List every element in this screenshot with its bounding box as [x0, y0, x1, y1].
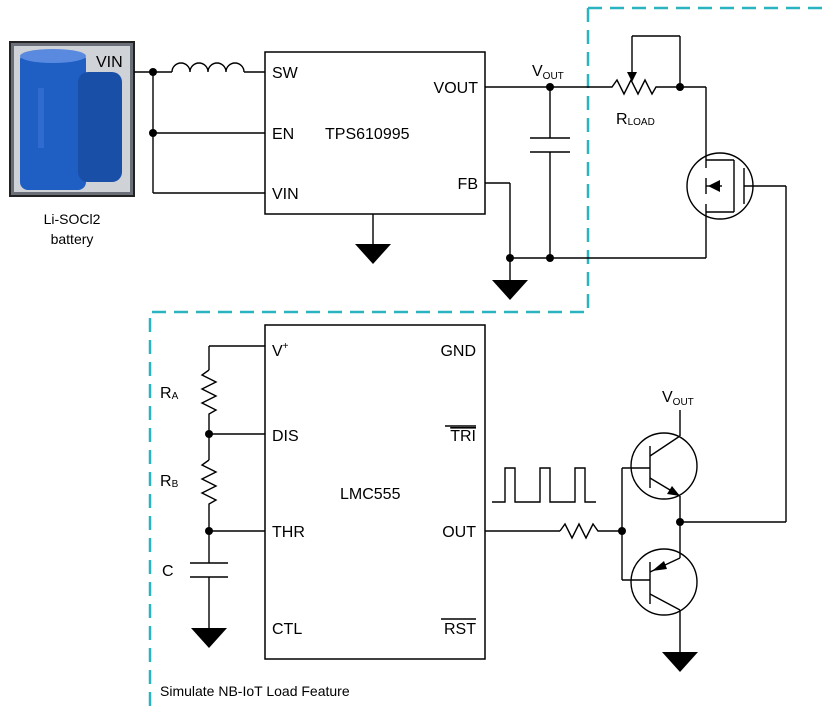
timer-pin-out: OUT	[442, 524, 476, 541]
boost-ic-name: TPS610995	[325, 126, 410, 143]
inductor	[171, 62, 245, 73]
ra-label: RA	[160, 385, 179, 402]
boost-pin-en: EN	[272, 126, 294, 143]
timer-pin-rst: RST	[444, 621, 476, 638]
vout-label: VOUT	[532, 63, 564, 82]
boost-pin-sw: SW	[272, 65, 299, 82]
battery-photo	[9, 41, 135, 197]
boost-pin-vin: VIN	[272, 186, 299, 203]
input-wiring	[134, 62, 265, 194]
pulse-waveform-icon	[492, 467, 596, 503]
battery-terminal-label: VIN	[96, 54, 123, 71]
mosfet	[680, 86, 787, 522]
resistor-rb	[200, 459, 218, 531]
timing-network	[190, 345, 265, 648]
timer-pin-dis: DIS	[272, 428, 299, 445]
base-resistor	[559, 522, 622, 540]
boost-ground-icon	[355, 244, 391, 264]
timer-pin-vplus: V+	[272, 341, 289, 360]
boost-pin-vout: VOUT	[434, 80, 479, 97]
timer-pin-ctl: CTL	[272, 621, 302, 638]
c-label: C	[162, 563, 174, 580]
boost-ic-box	[264, 51, 486, 215]
driver-wiring	[485, 467, 650, 581]
output-wiring	[485, 83, 706, 300]
resistor-ra	[200, 369, 218, 434]
timer-ground-icon	[191, 628, 227, 648]
driver-ground-icon	[662, 652, 698, 672]
battery-caption-line1: Li-SOCl2	[44, 211, 101, 227]
npn-transistor	[630, 410, 698, 558]
driver-vout-label: VOUT	[662, 389, 694, 408]
rload-label: RLOAD	[616, 111, 655, 128]
timer-ic-name: LMC555	[340, 486, 401, 503]
pnp-transistor	[630, 548, 698, 672]
timer-ic-box	[264, 324, 486, 660]
battery-caption-line2: battery	[51, 231, 94, 247]
timer-pin-tri: TRI	[450, 428, 476, 445]
battery-body	[20, 52, 86, 190]
feature-caption: Simulate NB-IoT Load Feature	[160, 683, 350, 699]
feature-boundary	[148, 6, 826, 712]
timer-pin-thr: THR	[272, 524, 305, 541]
rload-potentiometer	[588, 35, 684, 96]
rb-label: RB	[160, 473, 179, 490]
output-ground-icon	[492, 280, 528, 300]
timer-pin-gnd: GND	[440, 343, 476, 360]
boost-pin-fb: FB	[458, 176, 478, 193]
